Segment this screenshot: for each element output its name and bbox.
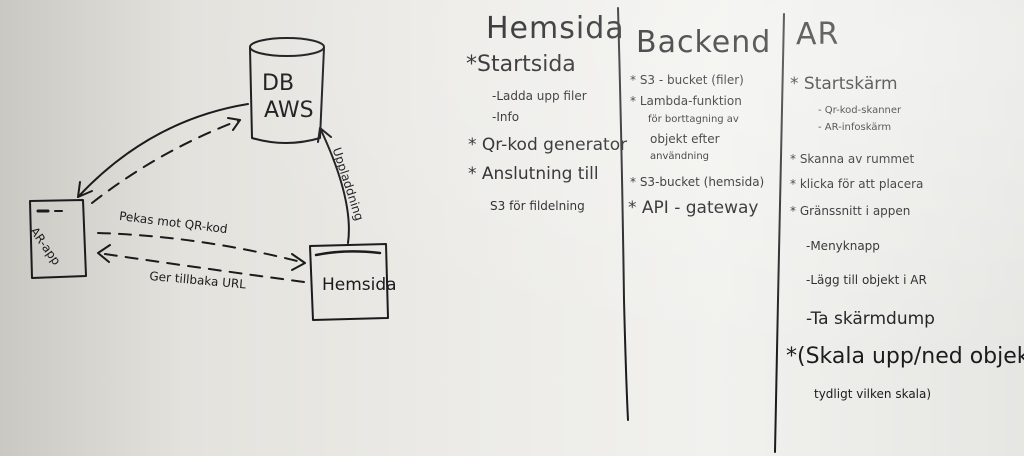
ar-item: - Qr-kod-skanner xyxy=(818,105,902,116)
backend-item: * S3-bucket (hemsida) xyxy=(630,175,765,189)
column-divider-1 xyxy=(617,7,629,421)
website-box-shape xyxy=(309,243,389,321)
backend-item: * API - gateway xyxy=(628,198,759,218)
hemsida-item: *Startsida xyxy=(466,52,576,77)
backend-item: * Lambda-funktion xyxy=(630,94,742,108)
db-label-line2: AWS xyxy=(264,98,314,123)
backend-item: objekt efter xyxy=(650,132,720,146)
hemsida-item: -Ladda upp filer xyxy=(492,89,587,103)
website-label: Hemsida xyxy=(322,275,397,295)
upload-arrow xyxy=(319,127,350,244)
ar-item: * klicka för att placera xyxy=(790,177,924,191)
backend-item: * S3 - bucket (filer) xyxy=(630,73,744,87)
app-to-db-arrow xyxy=(91,119,241,204)
ar-item: -Menyknapp xyxy=(806,239,880,253)
hemsida-item: -Info xyxy=(492,110,520,124)
column-title-backend: Backend xyxy=(636,25,772,60)
hemsida-item: * Qr-kod generator xyxy=(468,135,628,155)
phone-shape xyxy=(29,199,87,279)
ar-item: tydligt vilken skala) xyxy=(814,387,932,401)
backend-item: användning xyxy=(650,151,709,162)
column-divider-2 xyxy=(774,13,785,453)
db-to-app-arrow xyxy=(77,103,249,198)
ar-item: - AR-infoskärm xyxy=(818,122,892,133)
hemsida-item: S3 för fildelning xyxy=(490,199,585,213)
ar-item: * Startskärm xyxy=(790,74,898,94)
ar-item: * Gränssnitt i appen xyxy=(790,204,911,218)
db-label-line1: DB xyxy=(262,71,295,96)
backend-item: för borttagning av xyxy=(648,114,739,125)
ar-item: * Skanna av rummet xyxy=(790,152,915,166)
ar-item: -Lägg till objekt i AR xyxy=(806,273,927,287)
ar-item: *(Skala upp/ned objekt xyxy=(786,344,1024,369)
hemsida-item: * Anslutning till xyxy=(468,164,599,184)
scan-arrow xyxy=(97,232,306,264)
column-title-ar: AR xyxy=(796,17,840,52)
url-arrow xyxy=(97,252,305,283)
ar-item: -Ta skärmdump xyxy=(806,309,935,329)
column-title-hemsida: Hemsida xyxy=(486,11,625,46)
